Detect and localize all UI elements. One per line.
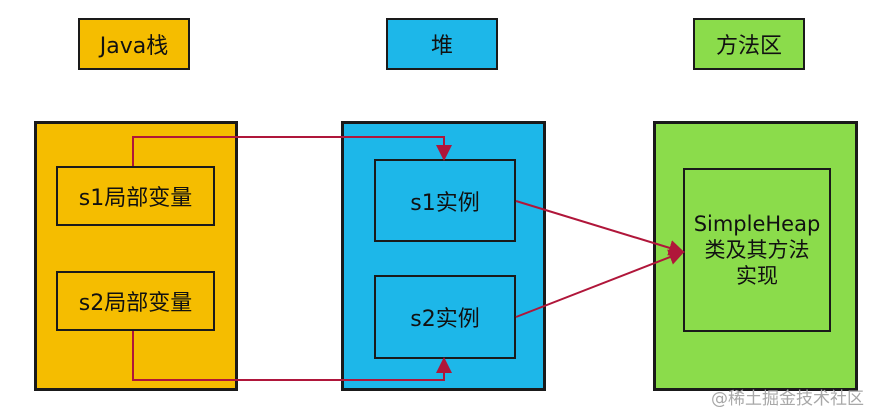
method-area-header: 方法区 xyxy=(693,18,805,70)
java-stack-region xyxy=(34,121,238,391)
s2-instance: s2实例 xyxy=(374,275,516,359)
class-methods-line: 类及其方法 xyxy=(704,237,810,262)
watermark: @稀土掘金技术社区 xyxy=(711,389,864,409)
class-impl-line: 实现 xyxy=(736,264,778,289)
s2-local-variable: s2局部变量 xyxy=(56,271,215,331)
simpleheap-class-box: SimpleHeap 类及其方法 实现 xyxy=(683,168,831,332)
java-stack-header: Java栈 xyxy=(78,18,190,70)
s1-instance: s1实例 xyxy=(374,159,516,242)
s1-local-variable: s1局部变量 xyxy=(56,166,215,226)
class-name-line: SimpleHeap xyxy=(693,211,821,236)
heap-header: 堆 xyxy=(386,18,498,70)
